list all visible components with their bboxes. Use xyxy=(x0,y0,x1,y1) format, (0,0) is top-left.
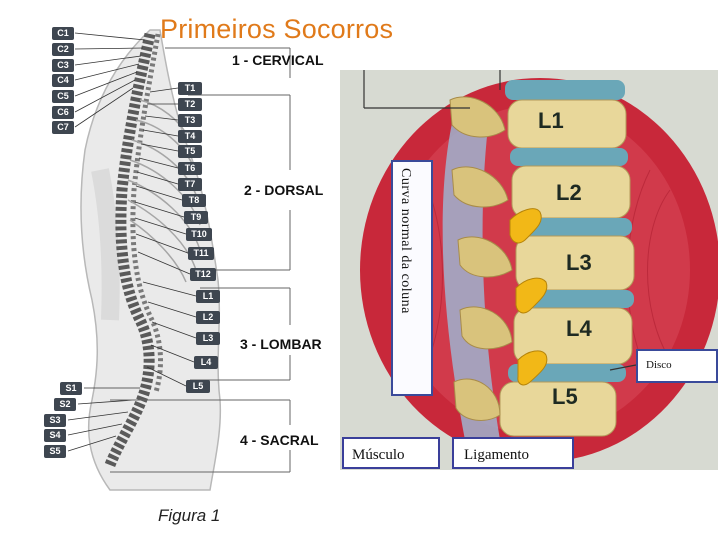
vertebra-label-s4: S4 xyxy=(44,429,66,442)
ligamento-label: Ligamento xyxy=(452,437,574,469)
vertebra-label-c5: C5 xyxy=(52,90,74,103)
region-label-cervical: 1 - CERVICAL xyxy=(232,52,324,68)
figure-caption: Figura 1 xyxy=(158,506,221,525)
photo-label-l1: L1 xyxy=(538,108,564,133)
vertebra-label-t11: T11 xyxy=(188,247,214,260)
vertebra-label-t2: T2 xyxy=(178,98,202,111)
vertebra-label-t4: T4 xyxy=(178,130,202,143)
vertebra-label-l5: L5 xyxy=(186,380,210,393)
vertebra-label-l4: L4 xyxy=(194,356,218,369)
vertebra-label-s5: S5 xyxy=(44,445,66,458)
vertebra-label-s2: S2 xyxy=(54,398,76,411)
lumbar-spine-photo xyxy=(340,70,718,470)
vertebra-label-t1: T1 xyxy=(178,82,202,95)
vertebra-label-l3: L3 xyxy=(196,332,220,345)
curva-label-box: Curva normal da coluna xyxy=(391,160,433,396)
vertebra-label-s3: S3 xyxy=(44,414,66,427)
vertebra-label-t12: T12 xyxy=(190,268,216,281)
vertebra-label-l1: L1 xyxy=(196,290,220,303)
vertebral-stack xyxy=(499,80,635,437)
vertebra-label-t3: T3 xyxy=(178,114,202,127)
disco-label: Disco xyxy=(636,349,718,383)
vertebra-label-t10: T10 xyxy=(186,228,212,241)
region-label-sacral: 4 - SACRAL xyxy=(240,432,319,448)
vertebra-label-c7: C7 xyxy=(52,121,74,134)
curva-label: Curva normal da coluna xyxy=(398,168,413,314)
vertebra-label-c6: C6 xyxy=(52,106,74,119)
photo-label-l2: L2 xyxy=(556,180,582,205)
photo-label-l4: L4 xyxy=(566,316,592,341)
photo-label-l5: L5 xyxy=(552,384,578,409)
vertebra-label-c3: C3 xyxy=(52,59,74,72)
vertebra-label-c2: C2 xyxy=(52,43,74,56)
vertebra-label-t5: T5 xyxy=(178,145,202,158)
vertebra-label-s1: S1 xyxy=(60,382,82,395)
vertebra-label-t8: T8 xyxy=(182,194,206,207)
region-label-dorsal: 2 - DORSAL xyxy=(244,182,324,198)
slide-title: Primeiros Socorros xyxy=(160,14,394,44)
musculo-label: Músculo xyxy=(342,437,440,469)
vertebra-label-t9: T9 xyxy=(184,211,208,224)
photo-label-l3: L3 xyxy=(566,250,592,275)
vertebra-label-c4: C4 xyxy=(52,74,74,87)
vertebra-label-c1: C1 xyxy=(52,27,74,40)
vertebra-label-l2: L2 xyxy=(196,311,220,324)
spine-column xyxy=(104,32,156,468)
vertebra-label-t6: T6 xyxy=(178,162,202,175)
vertebra-label-t7: T7 xyxy=(178,178,202,191)
region-label-lombar: 3 - LOMBAR xyxy=(240,336,322,352)
